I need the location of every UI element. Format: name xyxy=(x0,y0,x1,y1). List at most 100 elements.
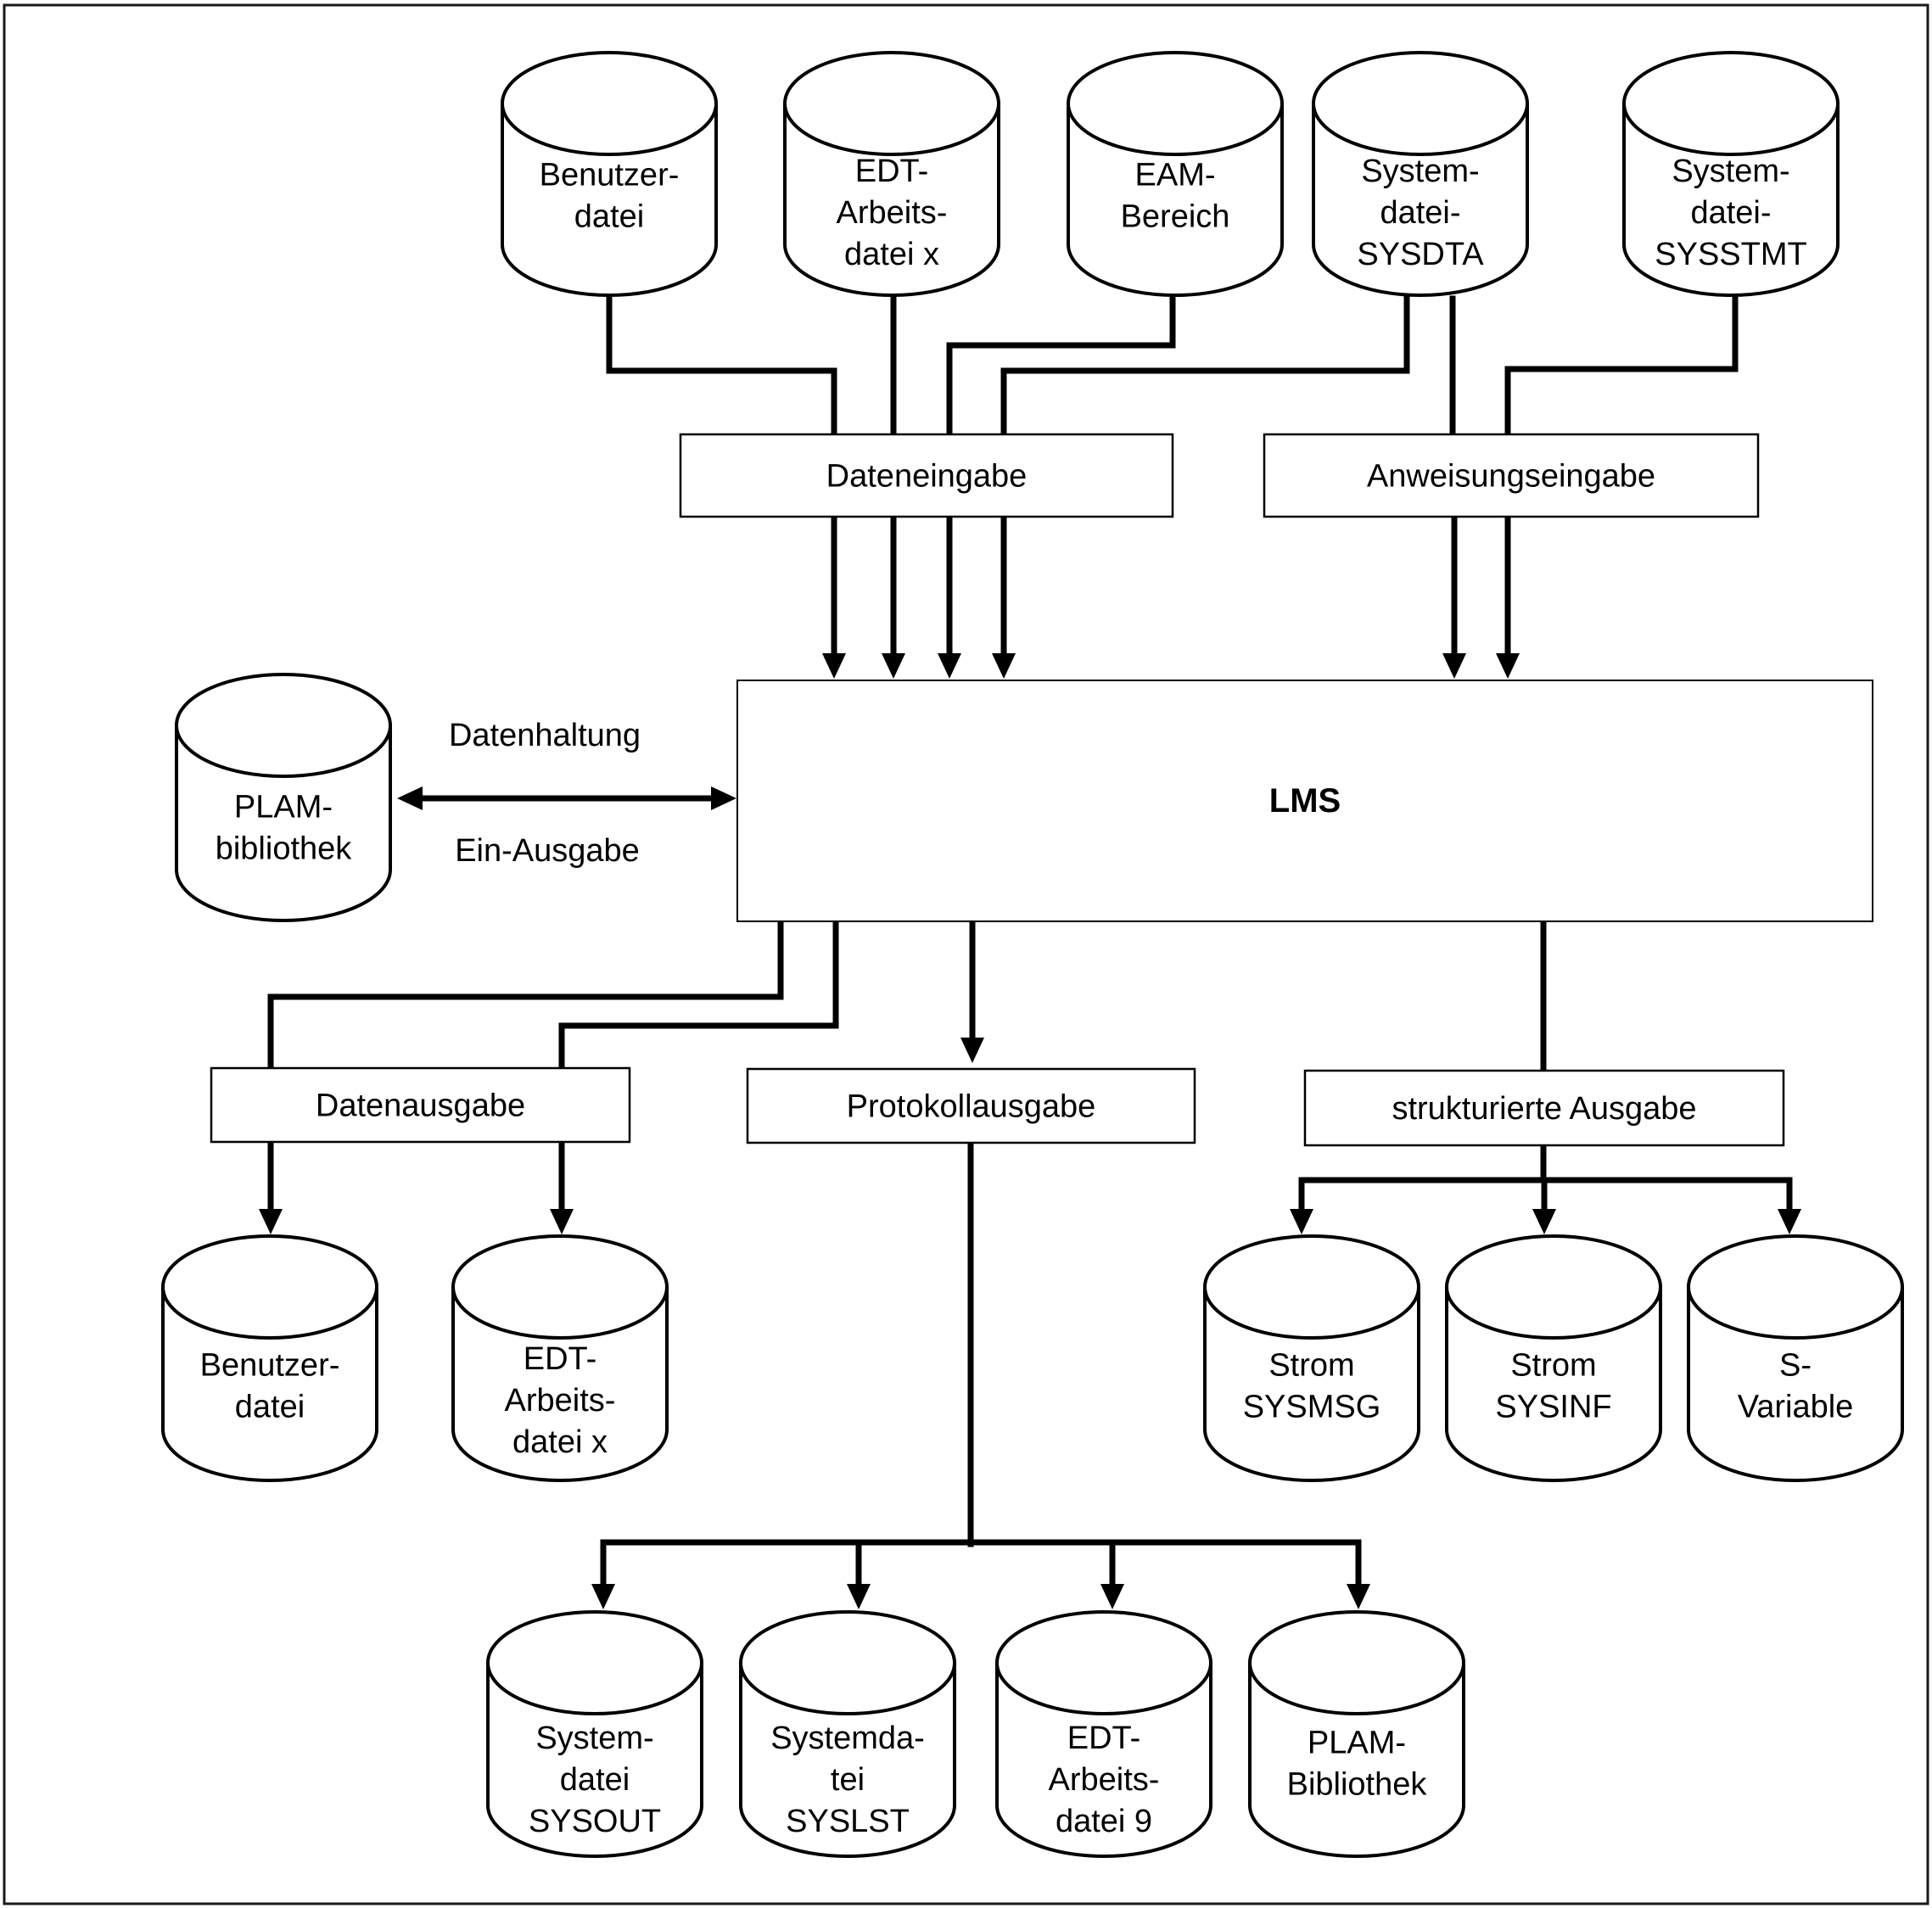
cylinder-top xyxy=(1248,1610,1465,1715)
cylinder-label: datei x xyxy=(512,1424,608,1460)
cylinder-label: datei x xyxy=(844,237,939,272)
cylinder-top xyxy=(1203,1234,1420,1340)
box-strukturierte-ausgabe-rect xyxy=(1303,1069,1785,1147)
cylinder-label: SYSLST xyxy=(786,1804,910,1839)
cylinder-label: System- xyxy=(1672,154,1789,189)
cylinder-body xyxy=(995,1663,1212,1858)
arrowhead-down xyxy=(1496,653,1520,679)
cylinder-body xyxy=(486,1663,703,1858)
cylinder-systemdatei-sysstmt: System-datei-SYSSTMT xyxy=(1622,51,1840,297)
cylinder-label: Variable xyxy=(1738,1390,1854,1425)
arrowhead-right xyxy=(711,786,736,810)
cylinder-body xyxy=(1067,104,1284,297)
cylinder-body xyxy=(1622,104,1840,297)
arrowhead-down xyxy=(591,1584,615,1609)
cylinder-top xyxy=(451,1234,669,1340)
cylinder-body xyxy=(161,1287,378,1482)
cylinder-label: PLAM- xyxy=(234,790,333,825)
label-datenhaltung: Datenhaltung xyxy=(449,718,641,753)
cylinder-label: SYSDTA xyxy=(1357,237,1484,272)
cylinder-label: Arbeits- xyxy=(1049,1762,1160,1798)
cylinder-label: Arbeits- xyxy=(837,195,948,231)
cylinder-label: Bibliothek xyxy=(1287,1767,1428,1803)
cylinder-body xyxy=(451,1287,669,1482)
cylinder-benutzerdatei-in: Benutzer-datei xyxy=(501,51,718,297)
cylinder-label: tei xyxy=(831,1762,865,1798)
cylinder-label: SYSINF xyxy=(1495,1390,1611,1425)
cylinder-edt-arbeitsdatei-in: EDT-Arbeits-datei x xyxy=(783,51,1000,297)
cylinder-label: Strom xyxy=(1268,1348,1354,1384)
cylinder-label: datei- xyxy=(1380,195,1460,231)
cylinder-body xyxy=(1312,104,1529,297)
cylinder-top xyxy=(1445,1234,1662,1340)
cylinder-body xyxy=(1445,1287,1662,1482)
cylinder-label: S- xyxy=(1779,1348,1812,1384)
box-lms-label: LMS xyxy=(1269,782,1341,820)
connectors xyxy=(259,285,1801,1609)
arrowhead-down xyxy=(259,1209,283,1234)
arrowhead-down xyxy=(822,653,846,679)
cylinder-edt-arbeitsdatei-9: EDT- Arbeits-datei 9 xyxy=(995,1610,1212,1858)
box-protokollausgabe-rect xyxy=(746,1067,1196,1144)
cylinder-top xyxy=(501,51,718,156)
box-protokollausgabe-label: Protokollausgabe xyxy=(847,1089,1096,1125)
box-lms: LMS xyxy=(736,680,1873,922)
cylinder-top xyxy=(783,51,1000,156)
cylinder-label: EAM- xyxy=(1135,158,1216,193)
connector-line xyxy=(558,921,839,1071)
cylinder-label: EDT- xyxy=(1067,1721,1141,1756)
cylinder-label: Benutzer- xyxy=(200,1348,340,1384)
connector-line xyxy=(267,921,784,1071)
arrowhead-left xyxy=(397,786,423,810)
cylinder-s-variable: S- Variable xyxy=(1687,1234,1904,1482)
cylinder-body xyxy=(1687,1287,1904,1482)
box-datenausgabe: Datenausgabe xyxy=(210,1066,631,1144)
cylinder-top xyxy=(175,673,392,778)
cylinder-label: datei 9 xyxy=(1056,1804,1152,1839)
cylinder-label: Systemda- xyxy=(770,1721,925,1756)
arrowhead-down xyxy=(1778,1209,1801,1234)
connector-line xyxy=(1504,295,1739,438)
box-anweisungseingabe-rect xyxy=(1263,433,1760,518)
cylinder-edt-arbeitsdatei-out: EDT-Arbeits-datei x xyxy=(451,1234,669,1482)
cylinder-top xyxy=(486,1610,703,1715)
box-protokollausgabe: Protokollausgabe xyxy=(746,1067,1196,1144)
cylinder-label: SYSMSG xyxy=(1243,1390,1381,1425)
cylinder-label: SYSOUT xyxy=(529,1804,661,1839)
cylinder-label: System- xyxy=(1361,154,1479,189)
arrowhead-down xyxy=(1347,1584,1370,1609)
cylinder-top xyxy=(1312,51,1529,156)
arrowhead-down xyxy=(1100,1584,1124,1609)
cylinder-label: Benutzer- xyxy=(540,158,680,193)
arrowhead-down xyxy=(550,1209,574,1234)
cylinder-systemdatei-sysdta: System-datei- SYSDTA xyxy=(1312,51,1529,297)
cylinder-body xyxy=(1203,1287,1420,1482)
cylinder-body xyxy=(1248,1663,1465,1858)
diagram-frame xyxy=(3,3,1929,1905)
box-strukturierte-ausgabe-label: strukturierte Ausgabe xyxy=(1392,1091,1696,1127)
cylinder-plam-bibliothek: PLAM-bibliothek xyxy=(175,673,392,922)
box-strukturierte-ausgabe: strukturierte Ausgabe xyxy=(1303,1069,1785,1147)
cylinder-top xyxy=(161,1234,378,1340)
cylinder-label: bibliothek xyxy=(216,831,353,867)
cylinder-label: Strom xyxy=(1510,1348,1596,1384)
cylinder-label: PLAM- xyxy=(1308,1726,1406,1761)
cylinder-label: datei- xyxy=(1690,195,1771,231)
connector-line xyxy=(946,285,1176,438)
cylinder-body xyxy=(501,104,718,297)
cylinder-label: Bereich xyxy=(1121,199,1230,235)
cylinder-top xyxy=(995,1610,1212,1715)
cylinder-top xyxy=(1622,51,1840,156)
arrowhead-down xyxy=(1290,1209,1313,1234)
arrowhead-down xyxy=(992,653,1016,679)
box-anweisungseingabe: Anweisungseingabe xyxy=(1263,433,1760,518)
cylinder-eam-bereich: EAM- Bereich xyxy=(1067,51,1284,297)
arrowhead-down xyxy=(938,653,961,679)
box-dateneingabe-label: Dateneingabe xyxy=(826,459,1028,495)
box-anweisungseingabe-label: Anweisungseingabe xyxy=(1367,459,1655,495)
cylinder-top xyxy=(1687,1234,1904,1340)
cylinder-benutzerdatei-out: Benutzer-datei xyxy=(161,1234,378,1482)
